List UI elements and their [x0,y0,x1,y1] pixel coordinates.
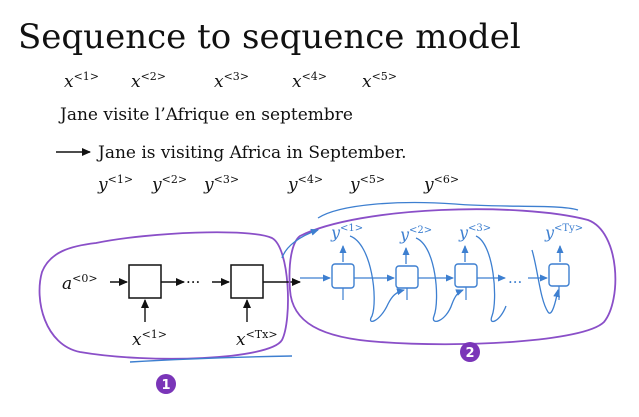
target-token: y<3> [203,173,239,195]
source-token: x<4> [292,70,327,92]
target-token-row: y<1> y<2> y<3> y<4> y<5> y<6> [97,173,459,195]
encoder-underline [129,355,293,363]
decoder-cell [331,263,355,289]
decoder-cell [454,263,478,288]
decoder-badge-label: 2 [465,346,474,361]
initial-state-label: a<0> [62,272,98,294]
decoder-output: y<Ty> [544,223,583,242]
decoder-feedback-loop [531,249,561,314]
target-token: y<2> [151,173,187,195]
encoder-input-first: x<1> [132,328,167,350]
slide-title: Sequence to sequence model [18,17,521,57]
target-token: y<5> [349,173,385,195]
decoder-cell [548,263,570,287]
decoder-output: y<2> [399,225,432,244]
source-token: x<1> [64,70,99,92]
decoder-feedback-loop [415,237,464,322]
encoder-badge [156,374,176,394]
decoder-circle [288,208,617,346]
source-token: x<3> [214,70,249,92]
decoder-badge [460,342,480,362]
encoder-input-last: x<Tx> [236,328,278,350]
target-sentence: Jane is visiting Africa in September. [96,143,407,163]
encoder-ellipsis: ··· [186,273,200,291]
target-token: y<6> [423,173,459,195]
source-token-row: x<1> x<2> x<3> x<4> x<5> [64,70,397,92]
encoder-circle [38,231,289,360]
decoder-cell [395,265,419,289]
target-token: y<1> [97,173,133,195]
encoder-cell-first [128,264,162,299]
source-token: x<5> [362,70,397,92]
target-token: y<4> [287,173,323,195]
source-token: x<2> [131,70,166,92]
encoder-group: a<0> ··· x<1> x<Tx> 1 [38,231,301,394]
decoder-scribble [281,228,319,259]
decoder-output: y<1> [330,223,363,242]
encoder-badge-label: 1 [161,378,170,393]
decoder-group: y<1> y<2> y<3> y<Ty> ... 2 [281,201,617,362]
decoder-output: y<3> [458,223,491,242]
decoder-ellipsis: ... [508,269,522,287]
decoder-feedback-loop [475,235,507,323]
encoder-cell-last [230,264,264,299]
decoder-feedback-loop [349,235,405,322]
decoder-scribble [317,201,579,219]
source-sentence: Jane visite l’Afrique en septembre [58,105,353,125]
